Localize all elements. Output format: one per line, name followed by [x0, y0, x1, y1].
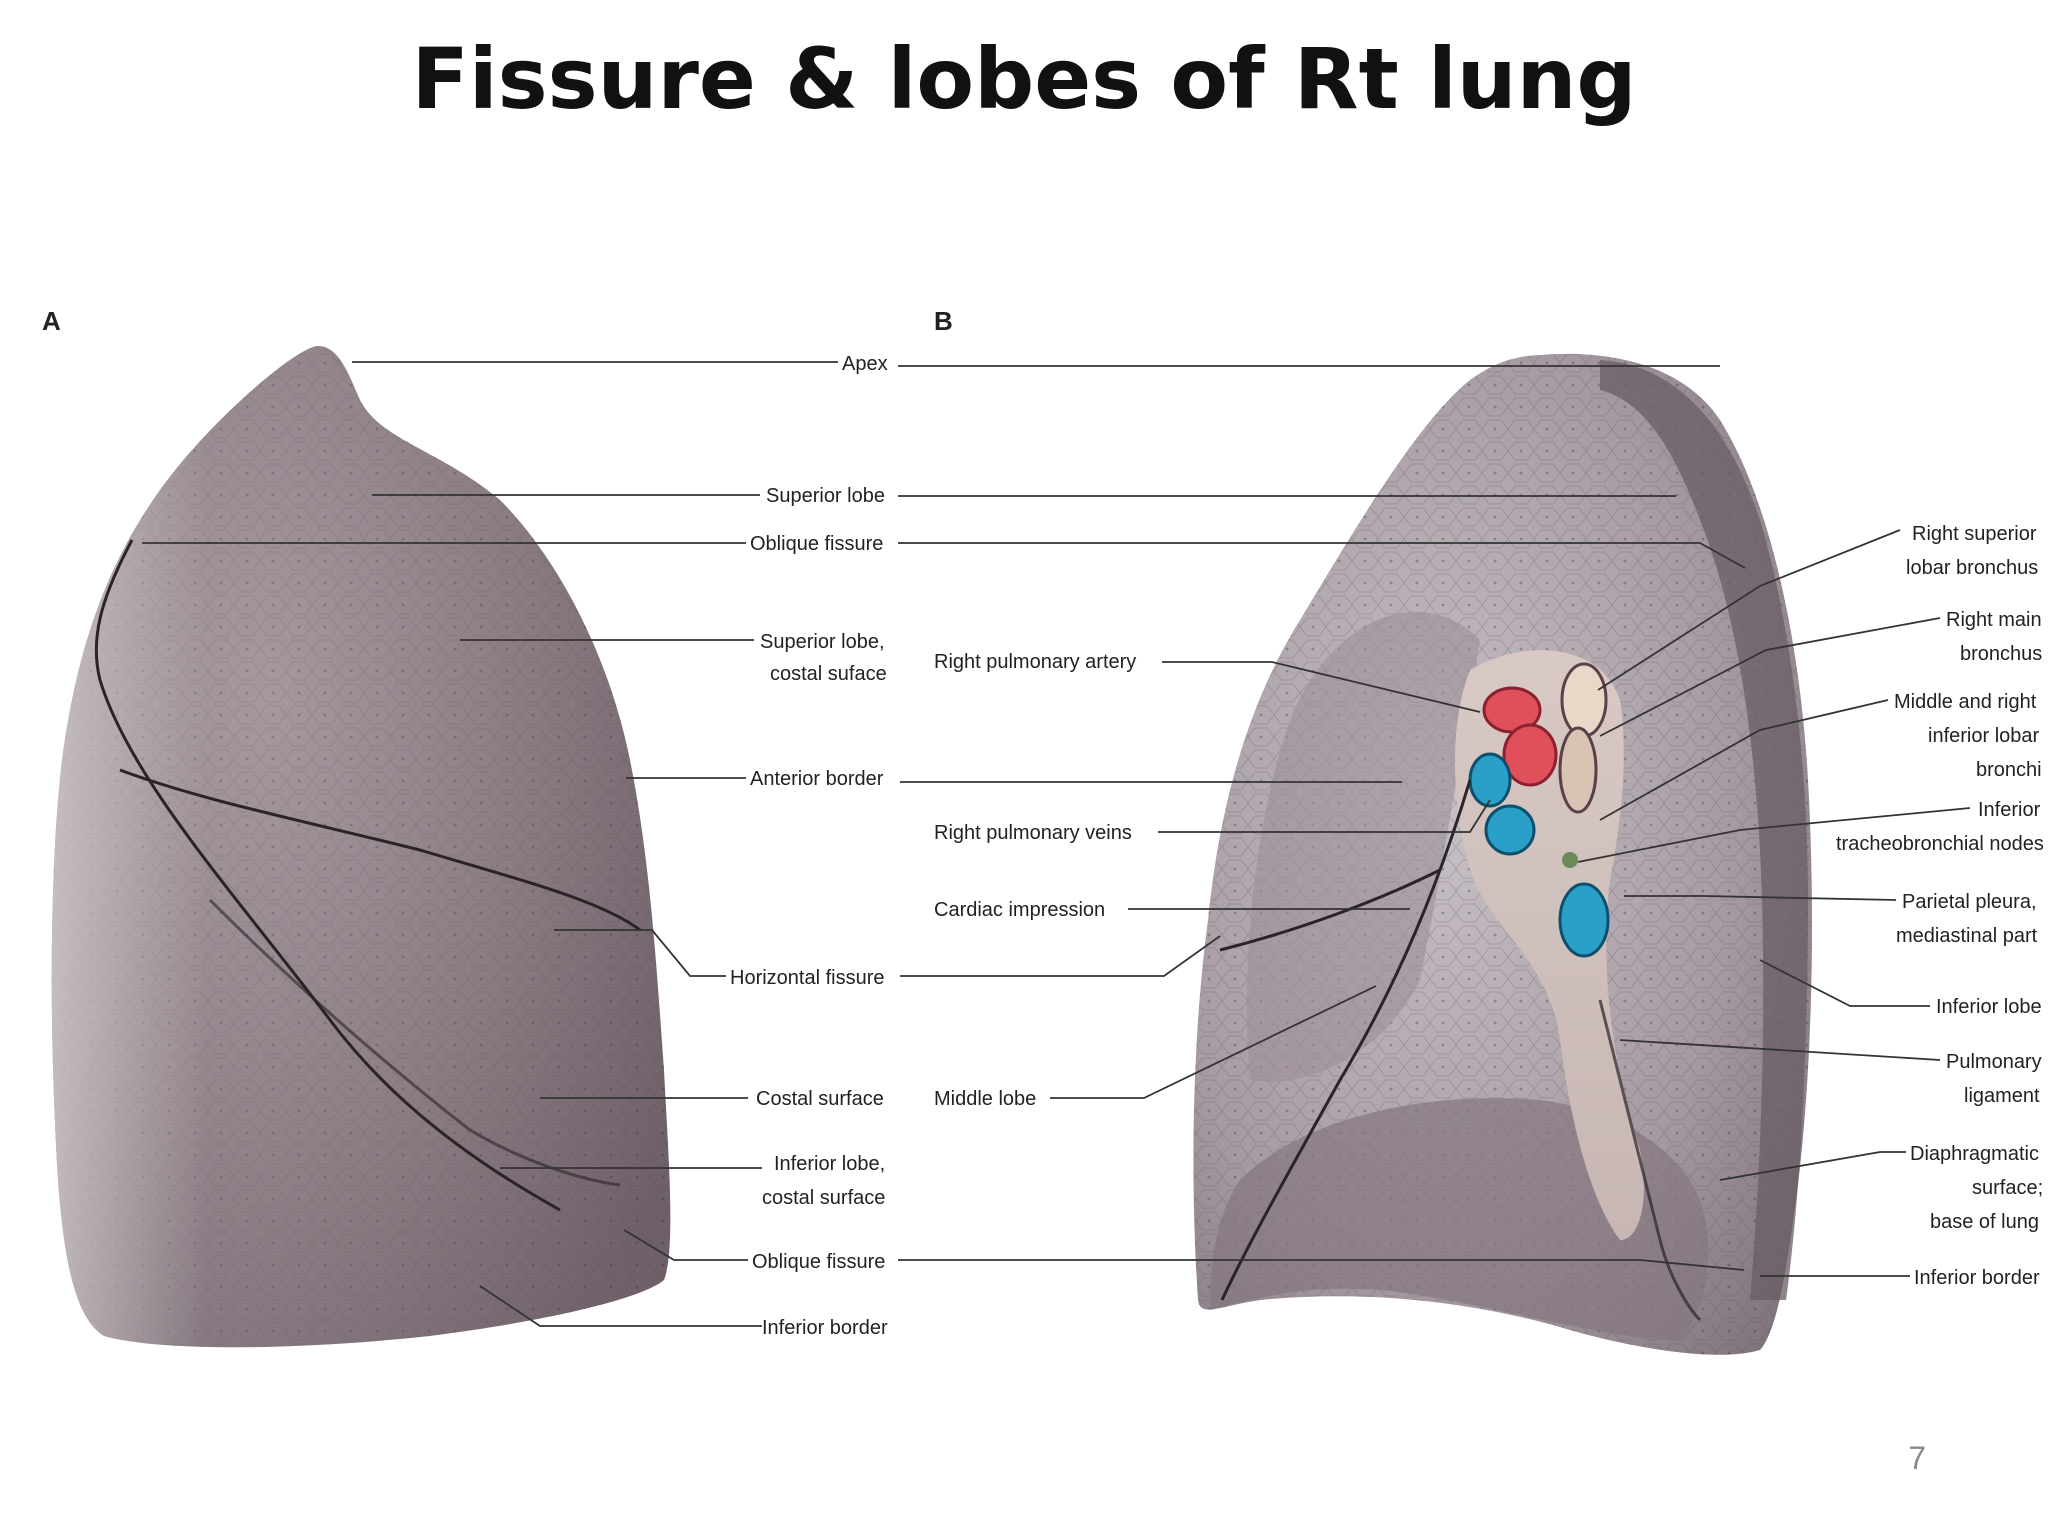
panel-b-left-labels: Right pulmonary artery Right pulmonary v… [934, 651, 1136, 1110]
label-b-pulm-lig-1: Pulmonary [1946, 1051, 2042, 1073]
lung-b-posterior-rim [1600, 360, 1808, 1300]
lung-b-oblique-fissure [1220, 779, 1472, 1301]
label-b-pleura-2: mediastinal part [1896, 925, 2038, 947]
lung-a-illustration [51, 346, 671, 1348]
slide-title: Fissure & lobes of Rt lung [411, 30, 1637, 128]
label-b-diaphragmatic-1: Diaphragmatic [1910, 1143, 2039, 1165]
lung-a-oblique-fissure [94, 539, 561, 1212]
page-number: 7 [1908, 1440, 1926, 1476]
bronchus-superior [1560, 662, 1608, 738]
pulmonary-artery-2 [1502, 723, 1558, 787]
label-b-rsl-bronchus-1: Right superior [1912, 523, 2037, 545]
label-a-inferior-border: Inferior border [762, 1317, 888, 1339]
pulmonary-ligament-line [1598, 999, 1702, 1322]
panel-a-letter: A [42, 306, 61, 336]
label-b-inferior-border: Inferior border [1914, 1267, 2040, 1289]
label-b-rsl-bronchus-2: lobar bronchus [1906, 557, 2038, 579]
panel-b-letter: B [934, 306, 953, 336]
lymph-node [1562, 852, 1578, 868]
pulmonary-vein-1 [1468, 752, 1512, 808]
label-b-diaphragmatic-3: base of lung [1930, 1211, 2039, 1233]
label-a-anterior-border: Anterior border [750, 768, 884, 790]
label-a-costal-surface: Costal surface [756, 1088, 884, 1110]
pulmonary-vein-3 [1558, 882, 1610, 958]
panel-b-right-labels: Right superior lobar bronchus Right main… [1836, 523, 2044, 1289]
label-a-inferior-costal-2: costal surface [762, 1187, 885, 1209]
label-a-oblique-fissure-top: Oblique fissure [750, 533, 883, 555]
label-a-superior-costal-1: Superior lobe, [760, 631, 885, 653]
label-b-diaphragmatic-2: surface; [1972, 1177, 2043, 1199]
lung-a-horizontal-fissure [119, 768, 641, 932]
label-a-superior-costal-2: costal suface [770, 663, 887, 685]
label-b-middle-lobe: Middle lobe [934, 1088, 1036, 1110]
label-b-nodes-1: Inferior [1978, 799, 2041, 821]
label-b-right-pulmonary-veins: Right pulmonary veins [934, 822, 1132, 844]
label-b-pleura-1: Parietal pleura, [1902, 891, 2037, 913]
lung-b-illustration [1193, 353, 1812, 1355]
label-b-nodes-2: tracheobronchial nodes [1836, 833, 2044, 855]
bronchus-main [1558, 726, 1598, 814]
panel-a-labels: Apex Superior lobe Oblique fissure Super… [730, 353, 888, 1339]
label-a-superior-lobe: Superior lobe [766, 485, 885, 507]
label-b-main-bronchus-2: bronchus [1960, 643, 2042, 665]
lung-a-accessory-line [208, 898, 621, 1187]
pulmonary-vein-2 [1484, 804, 1536, 856]
lung-b-horizontal-fissure [1219, 868, 1441, 952]
label-a-inferior-costal-1: Inferior lobe, [774, 1153, 885, 1175]
label-a-oblique-fissure-bottom: Oblique fissure [752, 1251, 885, 1273]
label-b-mid-inf-3: bronchi [1976, 759, 2042, 781]
label-b-right-pulmonary-artery: Right pulmonary artery [934, 651, 1136, 673]
cardiac-impression-area [1246, 611, 1480, 1082]
panel-b-leaders [898, 365, 1971, 1277]
label-b-cardiac-impression: Cardiac impression [934, 899, 1105, 921]
label-b-mid-inf-2: inferior lobar [1928, 725, 2040, 747]
label-a-horizontal-fissure: Horizontal fissure [730, 967, 885, 989]
label-a-apex: Apex [842, 353, 888, 375]
label-b-mid-inf-1: Middle and right [1894, 691, 2037, 713]
label-b-main-bronchus-1: Right main [1946, 609, 2042, 631]
label-b-pulm-lig-2: ligament [1964, 1085, 2040, 1107]
label-b-inferior-lobe: Inferior lobe [1936, 996, 2042, 1018]
panel-a-leaders [142, 361, 838, 1327]
